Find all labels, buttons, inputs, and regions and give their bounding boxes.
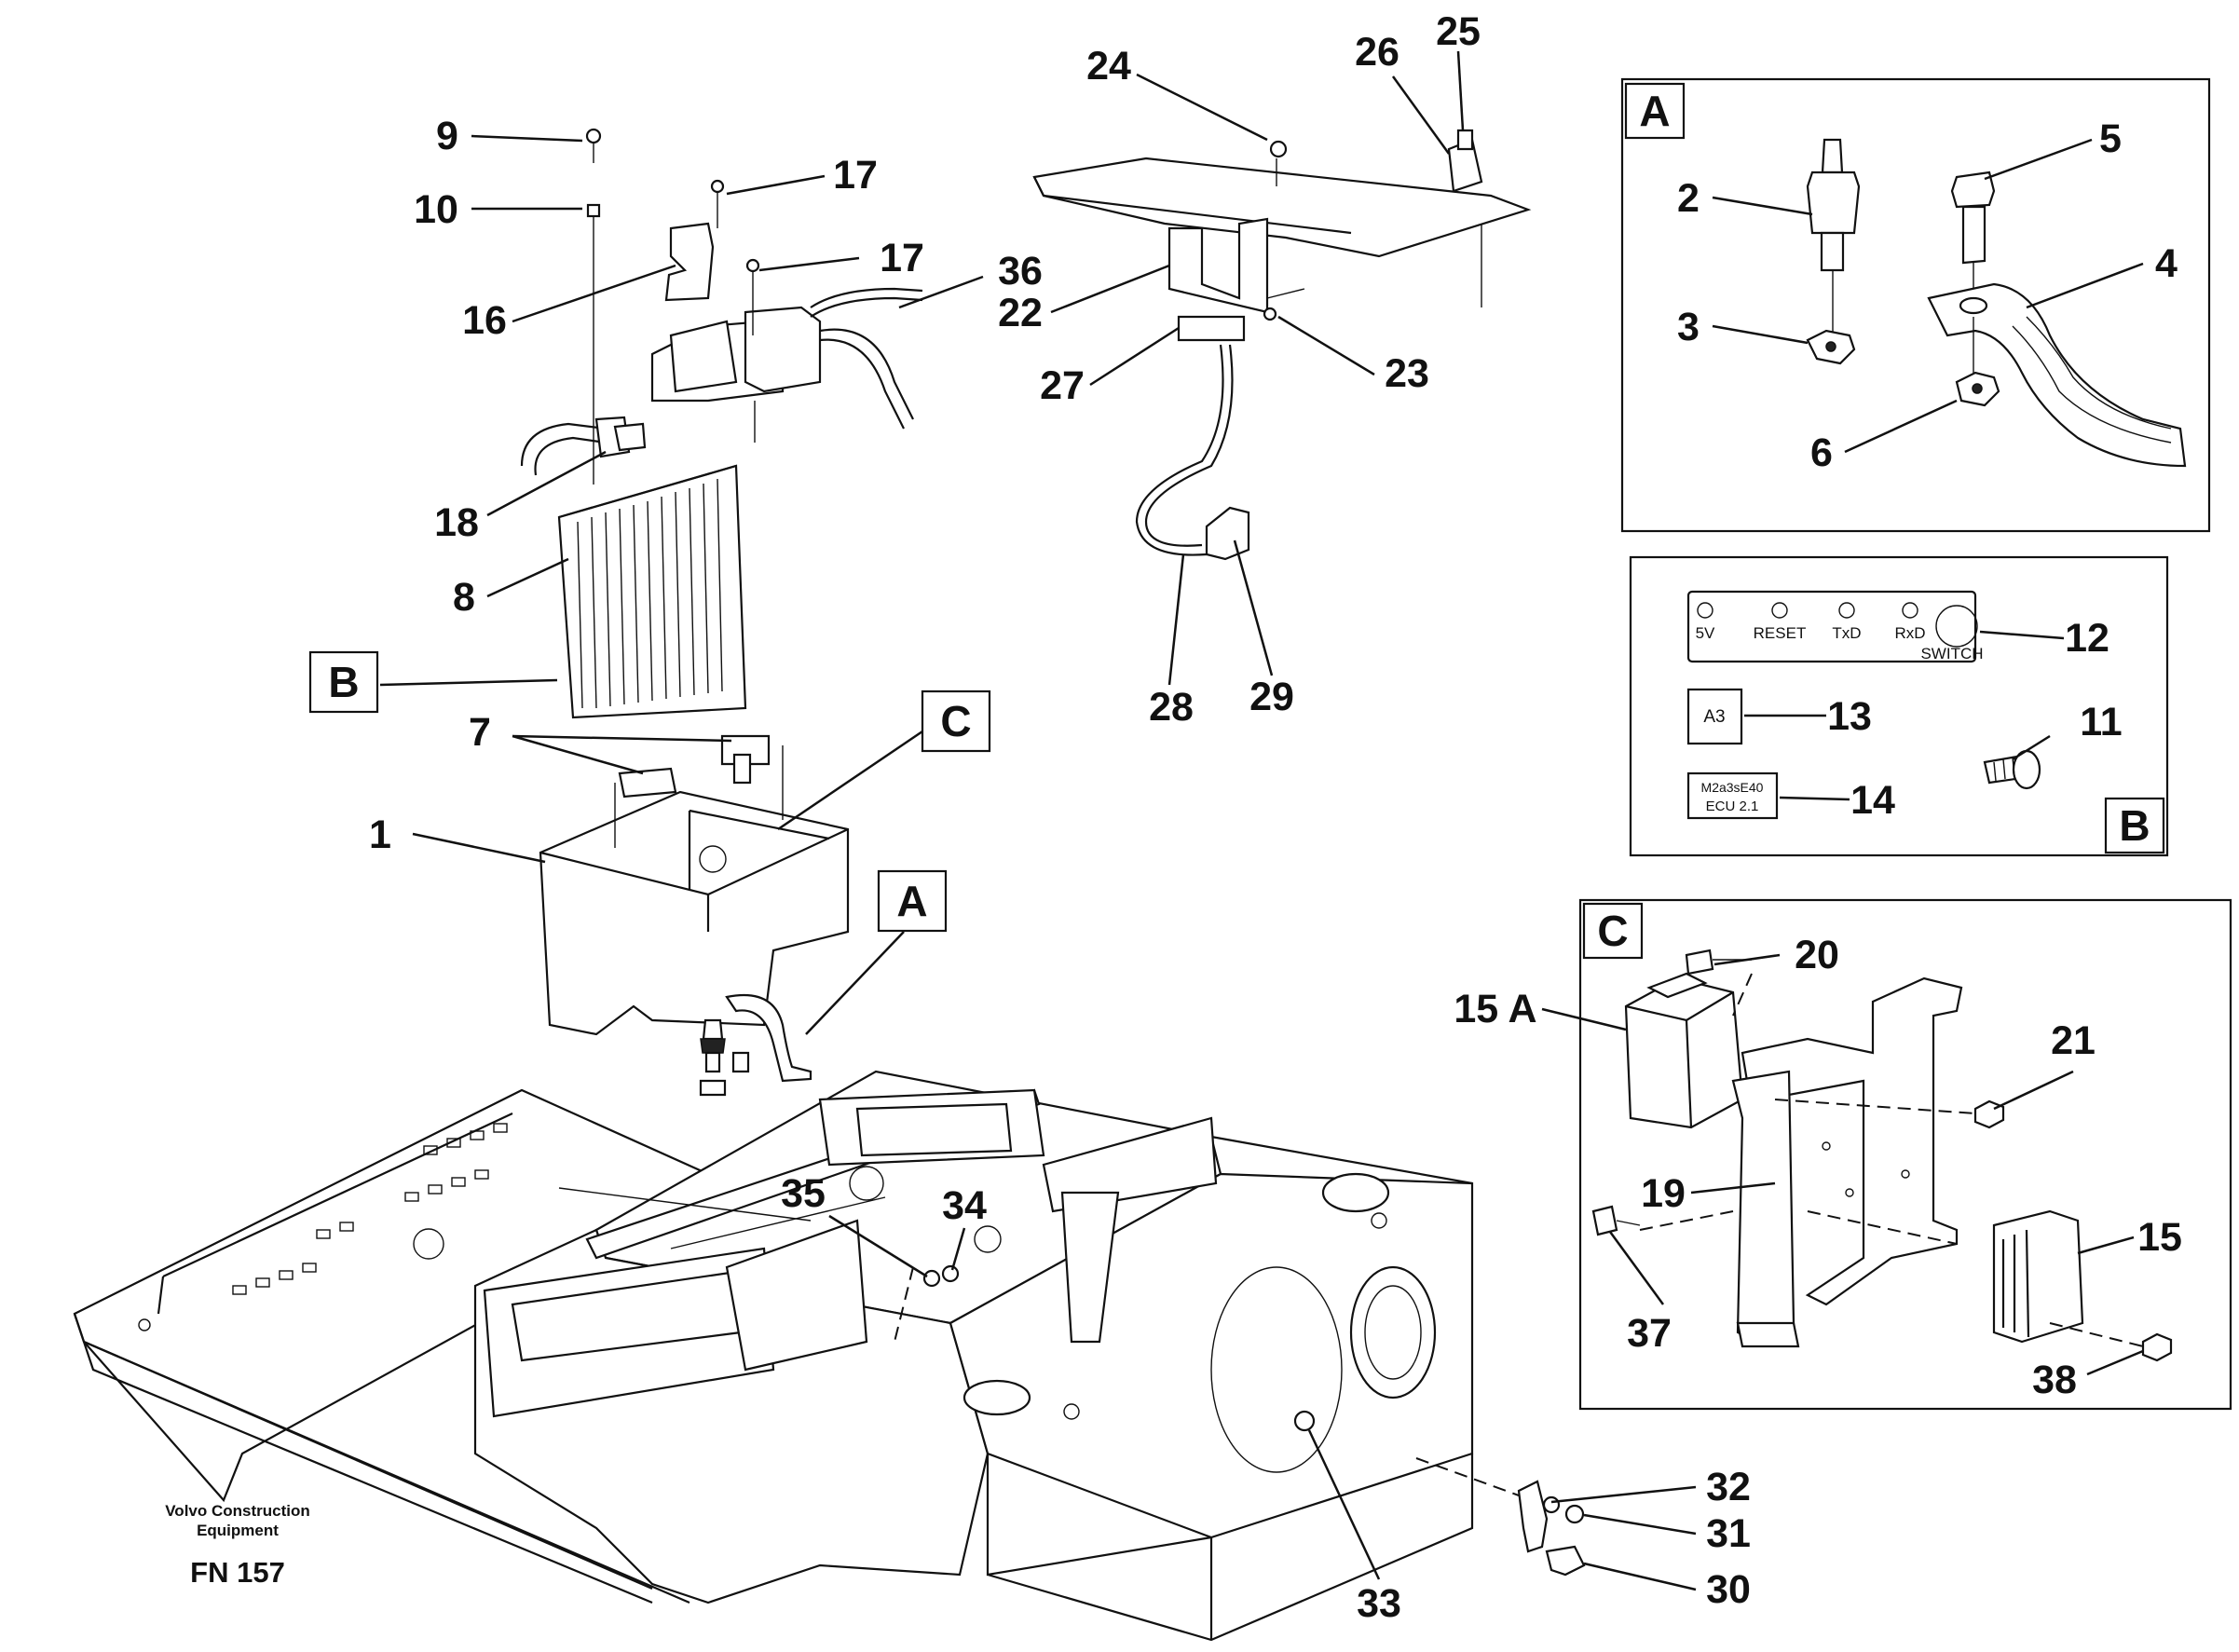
callout-label: 37 bbox=[1627, 1311, 1672, 1356]
callout-label: 23 bbox=[1385, 351, 1429, 396]
callout-label: 24 bbox=[1086, 44, 1131, 89]
callout-label: 27 bbox=[1040, 363, 1085, 408]
callout-label: 2 bbox=[1677, 176, 1700, 221]
callout-label: 32 bbox=[1706, 1465, 1751, 1509]
machine-frame bbox=[73, 1070, 1474, 1642]
callout-label: 15 A bbox=[1454, 987, 1536, 1031]
callout-label: 7 bbox=[469, 710, 491, 755]
callout-label: 1 bbox=[369, 812, 391, 857]
panel-b-text: 5V RESET TxD RxD SWITCH A3 M2a3sE40 ECU … bbox=[1696, 624, 1984, 814]
callout-label: 11 bbox=[2080, 700, 2122, 744]
component-box-1 bbox=[539, 734, 850, 1036]
callout-label: 29 bbox=[1249, 675, 1294, 719]
callout-label: 17 bbox=[833, 153, 878, 198]
sticker-part-line2: ECU 2.1 bbox=[1706, 799, 1759, 814]
rubber-mount-hardware bbox=[699, 993, 812, 1097]
rear-mount-hardware bbox=[922, 1264, 1586, 1577]
callout-label: 34 bbox=[942, 1183, 987, 1228]
figure-code: FN 157 bbox=[190, 1556, 285, 1589]
relay-bracket-16 bbox=[650, 222, 923, 443]
publisher-line2: Equipment bbox=[197, 1522, 279, 1539]
switch-label: SWITCH bbox=[1920, 645, 1983, 662]
callout-label: 28 bbox=[1149, 685, 1194, 730]
callout-label: 30 bbox=[1706, 1567, 1751, 1612]
callout-label: 10 bbox=[414, 187, 458, 232]
callout-label: 31 bbox=[1706, 1511, 1751, 1556]
publisher-line1: Volvo Construction bbox=[165, 1502, 310, 1520]
callout-label: 26 bbox=[1355, 30, 1399, 75]
detail-box-c bbox=[1578, 898, 2232, 1411]
callout-label: 4 bbox=[2155, 241, 2178, 286]
detail-label-a: A bbox=[1639, 87, 1670, 135]
detail-box-b bbox=[1629, 555, 2169, 857]
callout-label: 9 bbox=[436, 114, 458, 158]
plate-slots bbox=[138, 1123, 508, 1331]
ref-label-a: A bbox=[896, 877, 927, 925]
led-reset-label: RESET bbox=[1754, 624, 1807, 642]
leader-lines bbox=[379, 50, 2144, 1591]
callout-label: 12 bbox=[2065, 616, 2109, 661]
callout-label: 15 bbox=[2137, 1215, 2182, 1260]
callout-label: 36 bbox=[998, 249, 1043, 294]
callout-label: 38 bbox=[2032, 1358, 2077, 1402]
detail-box-a bbox=[1620, 77, 2211, 533]
callout-label: 14 bbox=[1850, 778, 1895, 823]
callout-label: 21 bbox=[2051, 1018, 2096, 1063]
callout-label: 22 bbox=[998, 291, 1043, 335]
callout-label: 25 bbox=[1436, 9, 1481, 54]
callout-label: 17 bbox=[880, 236, 924, 280]
ref-label-b: B bbox=[328, 658, 359, 706]
callout-label: 35 bbox=[781, 1171, 826, 1216]
callout-label: 19 bbox=[1641, 1171, 1686, 1216]
detail-label-b: B bbox=[2119, 801, 2150, 850]
led-rxd-label: RxD bbox=[1894, 624, 1925, 642]
callout-label: 13 bbox=[1827, 694, 1872, 739]
callout-label: 3 bbox=[1677, 305, 1700, 349]
detail-label-c: C bbox=[1597, 907, 1628, 955]
callout-labels: 1 2 3 4 5 6 7 8 9 10 11 12 13 14 15 15 A… bbox=[369, 9, 2182, 1626]
sticker-part-line1: M2a3sE40 bbox=[1701, 780, 1764, 795]
callout-label: 20 bbox=[1795, 933, 1839, 977]
cab-bracket-assembly bbox=[1032, 129, 1532, 561]
callout-label: 8 bbox=[453, 575, 475, 620]
callout-label: 16 bbox=[462, 298, 507, 343]
ref-label-c: C bbox=[940, 697, 971, 745]
ecu-fins bbox=[577, 478, 723, 709]
box-reference-labels: B C A A B C bbox=[308, 87, 2150, 955]
footer: Volvo Construction Equipment FN 157 bbox=[165, 1502, 310, 1589]
callout-label: 18 bbox=[434, 500, 479, 545]
callout-label: 33 bbox=[1357, 1581, 1401, 1626]
ecu-unit-8 bbox=[520, 416, 747, 719]
fasteners-9-10-17 bbox=[585, 128, 760, 485]
led-txd-label: TxD bbox=[1832, 624, 1861, 642]
callout-label: 5 bbox=[2099, 116, 2122, 161]
callout-label: 6 bbox=[1810, 430, 1833, 475]
led-5v-label: 5V bbox=[1696, 624, 1715, 642]
sticker-a3-label: A3 bbox=[1703, 707, 1725, 727]
